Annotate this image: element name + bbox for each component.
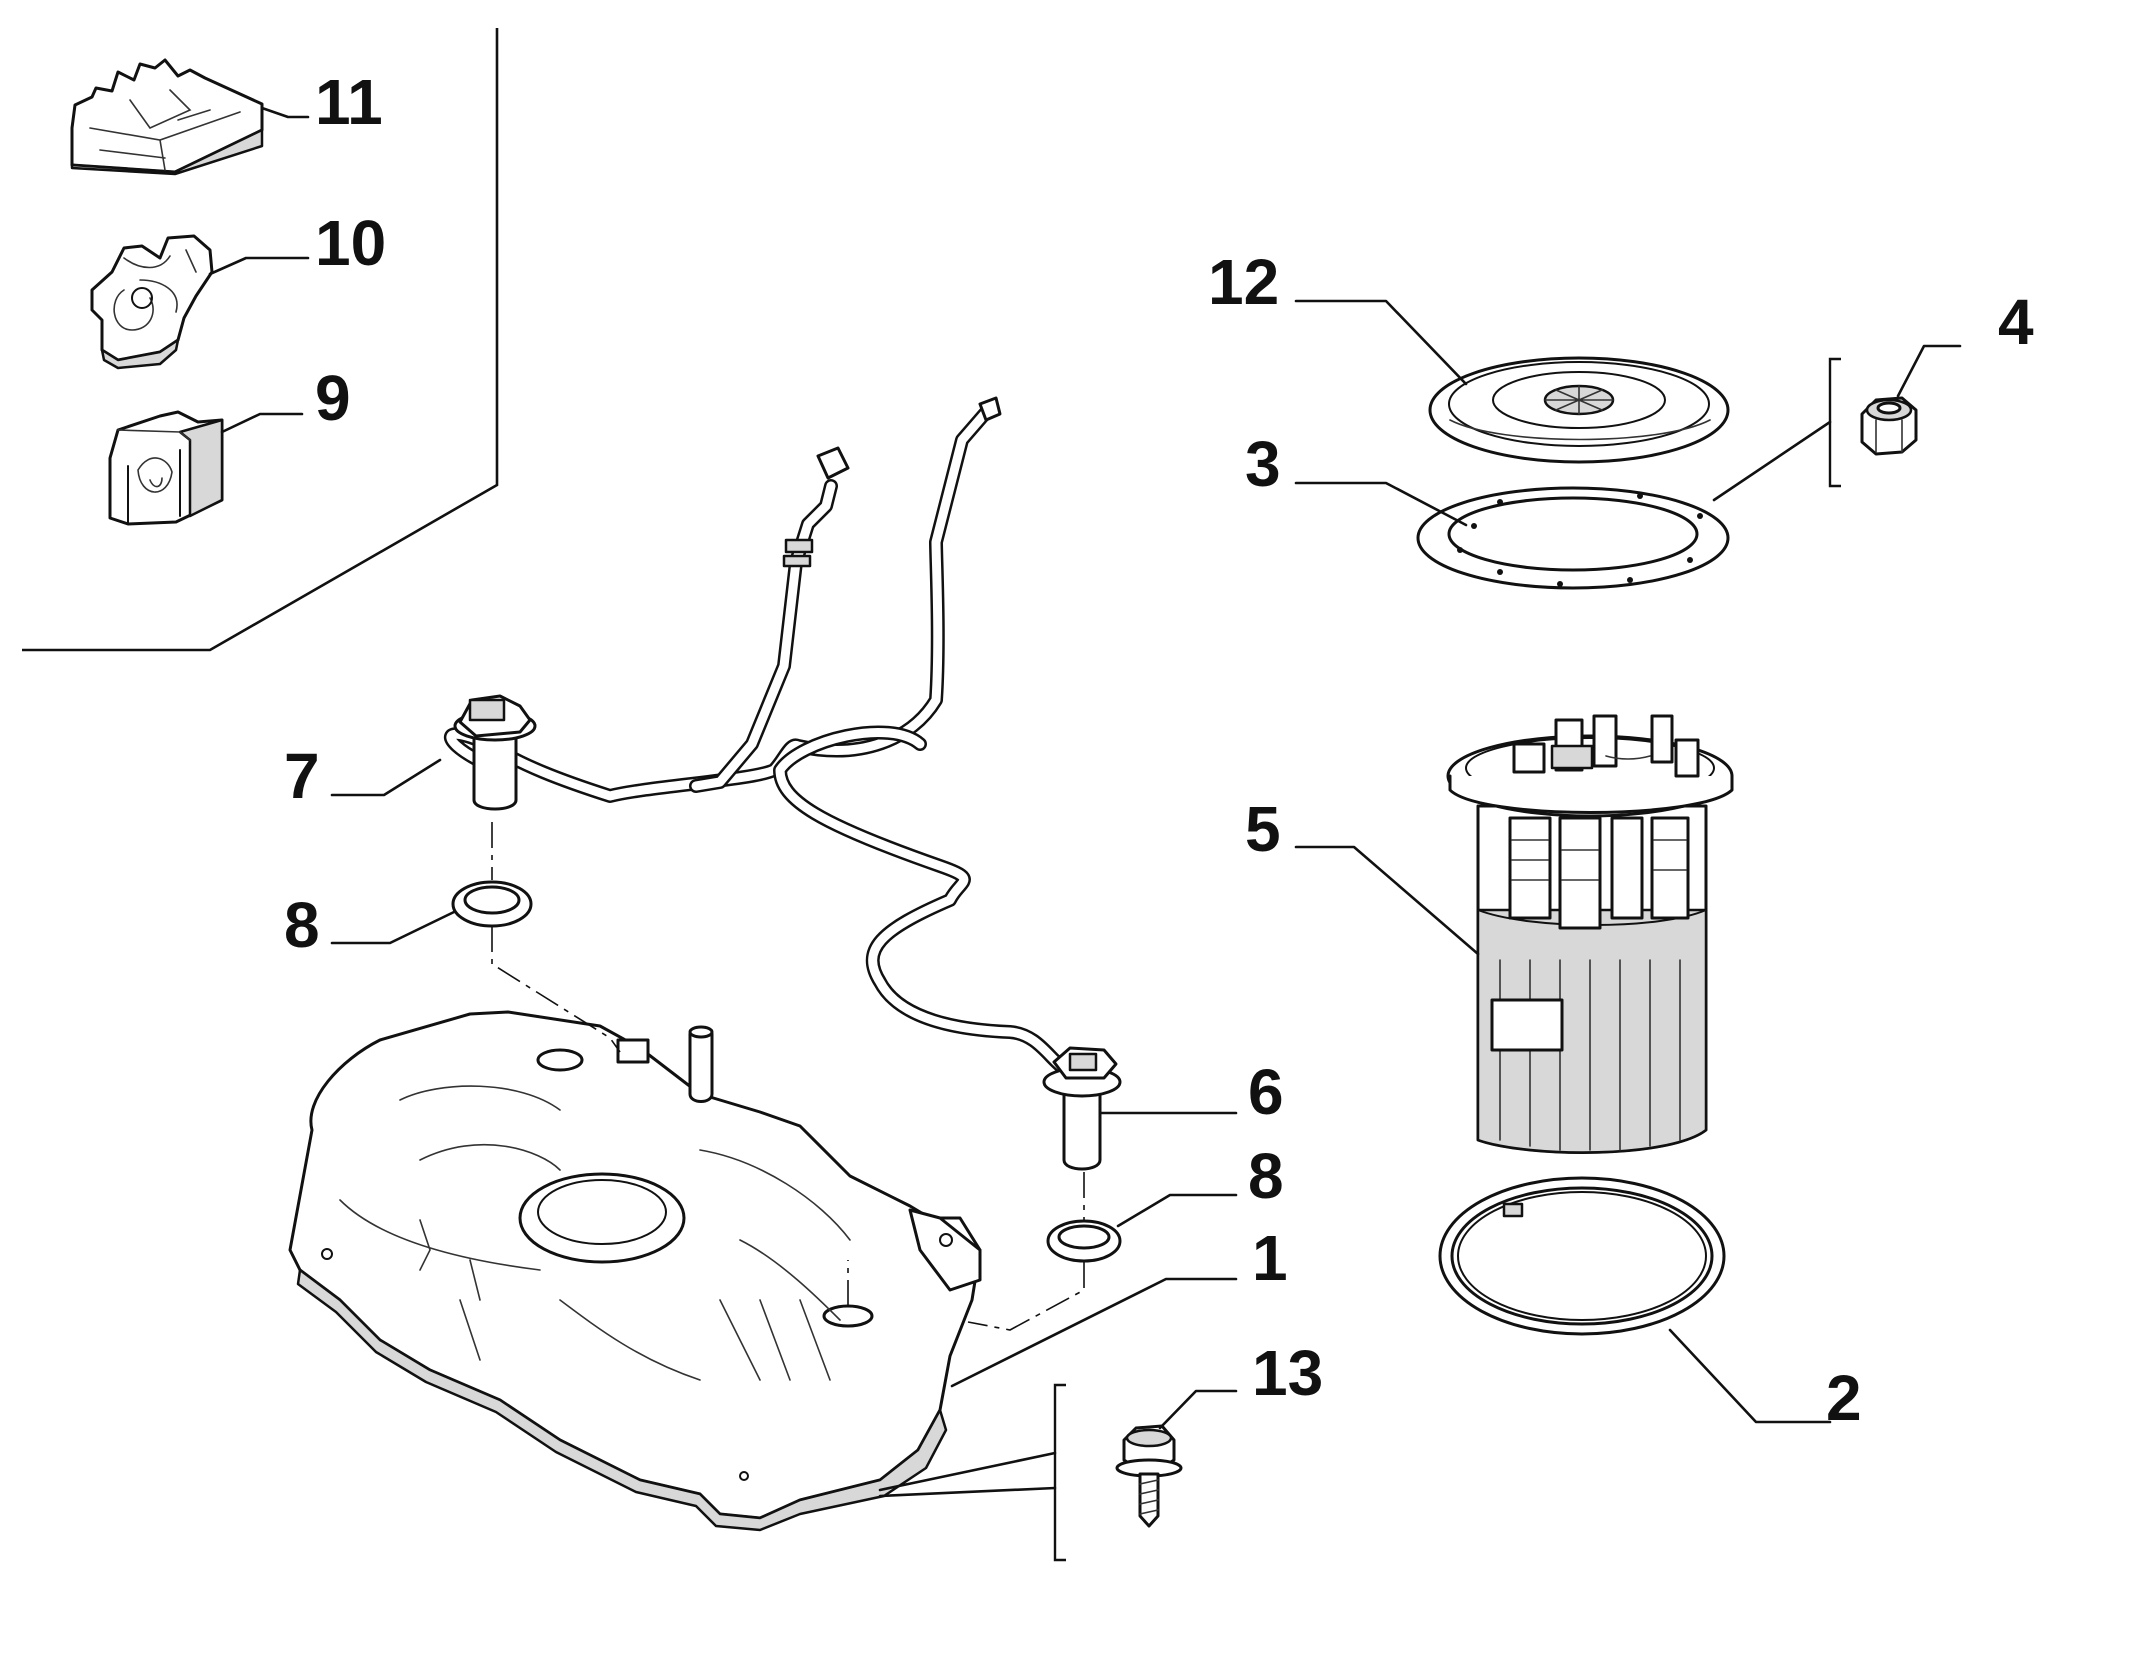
leader-8b [1116,1193,1238,1228]
label-8a: 8 [284,889,320,961]
label-13: 13 [1252,1337,1323,1409]
leader-11 [260,106,310,119]
part-1-fuel-tank [288,1010,982,1532]
leader-7 [330,758,442,797]
part-2-lock-ring [1438,1176,1726,1336]
label-2: 2 [1826,1362,1862,1434]
label-3: 3 [1245,428,1281,500]
label-10: 10 [315,207,386,279]
inset-frame [22,28,499,652]
leader-10 [208,256,310,276]
leader-5 [1294,845,1480,956]
part-8-seal-lower [1046,1219,1122,1263]
leader-12 [1294,299,1468,386]
part-10-hose-clip [90,234,214,370]
callout-labels: 11 10 9 12 3 4 5 7 8 6 8 1 13 2 [284,66,2034,1434]
label-7: 7 [284,740,320,812]
label-8b: 8 [1248,1140,1284,1212]
label-4: 4 [1998,286,2034,358]
assembly-axes [491,822,1085,1331]
leader-13 [1158,1389,1238,1430]
leader-8a [330,910,456,945]
leader-4-bracket [1712,420,1832,502]
part-12-cover [1428,356,1730,464]
label-9: 9 [315,362,351,434]
leader-9 [220,412,304,434]
label-6: 6 [1248,1056,1284,1128]
leader-1 [950,1277,1238,1388]
label-12: 12 [1208,246,1279,318]
bracket-part-13 [1053,1383,1066,1562]
part-8-seal-upper [451,880,533,928]
part-6-fuel-fitting [1042,1046,1122,1171]
leader-4 [1896,344,1962,398]
label-11: 11 [315,66,383,138]
part-7-fuel-fitting [453,694,537,811]
part-4-nut [1860,396,1918,456]
leader-lines [208,106,1962,1498]
leader-13-bracket-b [878,1486,1057,1498]
part-9-clip-block [108,410,224,526]
leader-2 [1668,1328,1832,1424]
label-5: 5 [1245,793,1281,865]
leader-13-bracket-a [878,1451,1057,1492]
leader-3 [1294,481,1468,527]
part-5-fuel-pump-module [1446,714,1734,1154]
part-3-gasket [1416,486,1730,590]
label-1: 1 [1252,1222,1288,1294]
part-11-clip [70,58,264,176]
part-13-bolt [1115,1424,1183,1528]
bracket-part-4 [1828,357,1841,488]
fuel-lines [443,396,1073,1077]
